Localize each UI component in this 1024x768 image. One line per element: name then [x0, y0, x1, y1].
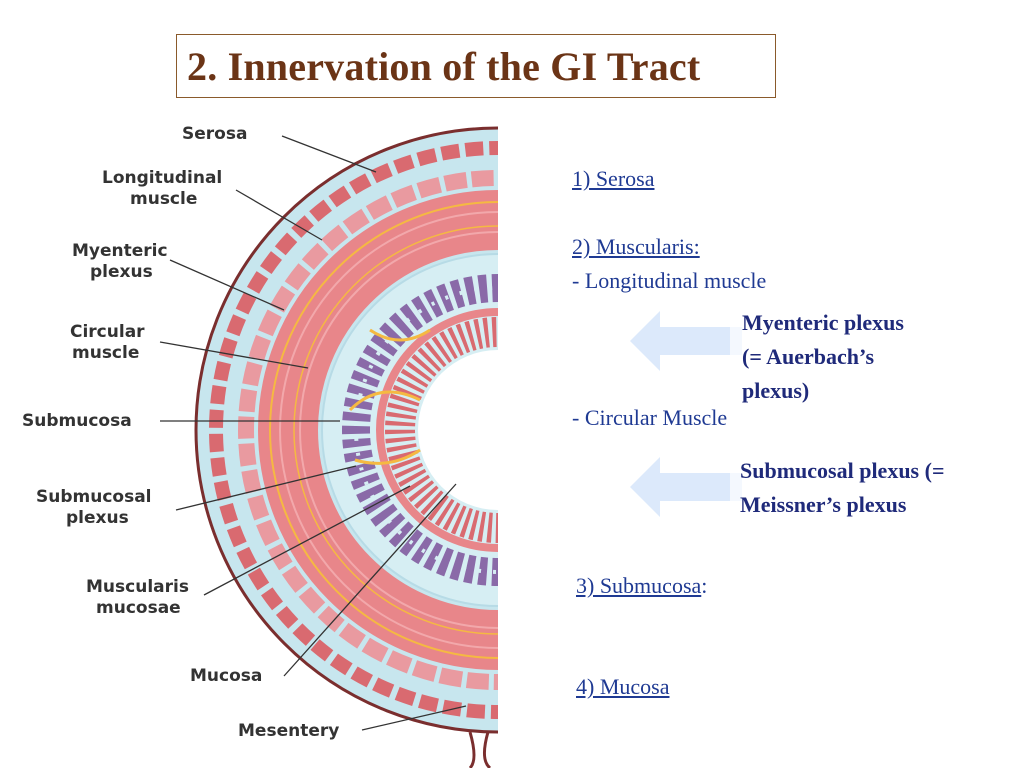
label-submucosa: Submucosa — [22, 411, 132, 431]
note-submucosa: 3) Submucosa — [576, 573, 702, 598]
title-box: 2. Innervation of the GI Tract — [176, 34, 776, 98]
myenteric-line-3: plexus) — [742, 378, 810, 403]
label-myenteric-plexus-1: Myenteric — [72, 241, 168, 261]
mesentery — [468, 731, 492, 768]
myenteric-plexus-label: Myenteric plexus (= Auerbach’s plexus) — [742, 306, 904, 408]
note-serosa: 1) Serosa — [572, 166, 655, 191]
left-arrow-icon — [630, 457, 742, 517]
note-longitudinal: - Longitudinal muscle — [572, 268, 767, 293]
label-muscularis-mucosae-2: mucosae — [96, 598, 181, 618]
mucosa-layer — [385, 317, 498, 543]
muscularis-mucosae-layer — [376, 308, 498, 552]
page-title: 2. Innervation of the GI Tract — [187, 43, 701, 89]
gi-wall-illustration — [159, 126, 498, 768]
note-muscularis: 2) Muscularis: — [572, 234, 700, 259]
label-mesentery: Mesentery — [238, 721, 340, 741]
left-arrow-icon — [630, 311, 742, 371]
label-serosa: Serosa — [182, 124, 248, 144]
note-submucosa-colon: : — [701, 573, 708, 598]
circular-muscle-layer — [258, 190, 498, 670]
submucosal-plexus-label: Submucosal plexus (= Meissner’s plexus — [740, 454, 944, 522]
gland-band — [342, 274, 498, 586]
label-circular-muscle-1: Circular — [70, 322, 145, 342]
myenteric-line-1: Myenteric plexus — [742, 310, 904, 335]
note-circular: - Circular Muscle — [572, 405, 728, 430]
note-submucosa-row: 3) Submucosa: — [576, 573, 707, 599]
label-submucosal-plexus-1: Submucosal — [36, 487, 152, 507]
submucosal-line-1: Submucosal plexus (= — [740, 458, 945, 483]
submucosal-line-2: Meissner’s plexus — [740, 492, 907, 517]
note-mucosa: 4) Mucosa — [576, 674, 670, 699]
label-myenteric-plexus-2: plexus — [90, 262, 153, 282]
label-muscularis-mucosae-1: Muscularis — [86, 577, 189, 597]
label-longitudinal-muscle-1: Longitudinal — [102, 168, 223, 188]
label-longitudinal-muscle-2: muscle — [130, 189, 198, 209]
gi-wall-diagram: Serosa Longitudinal muscle Myenteric ple… — [0, 110, 540, 768]
myenteric-line-2: (= Auerbach’s — [742, 344, 875, 369]
label-submucosal-plexus-2: plexus — [66, 508, 129, 528]
label-mucosa: Mucosa — [190, 666, 263, 686]
label-circular-muscle-2: muscle — [72, 343, 140, 363]
